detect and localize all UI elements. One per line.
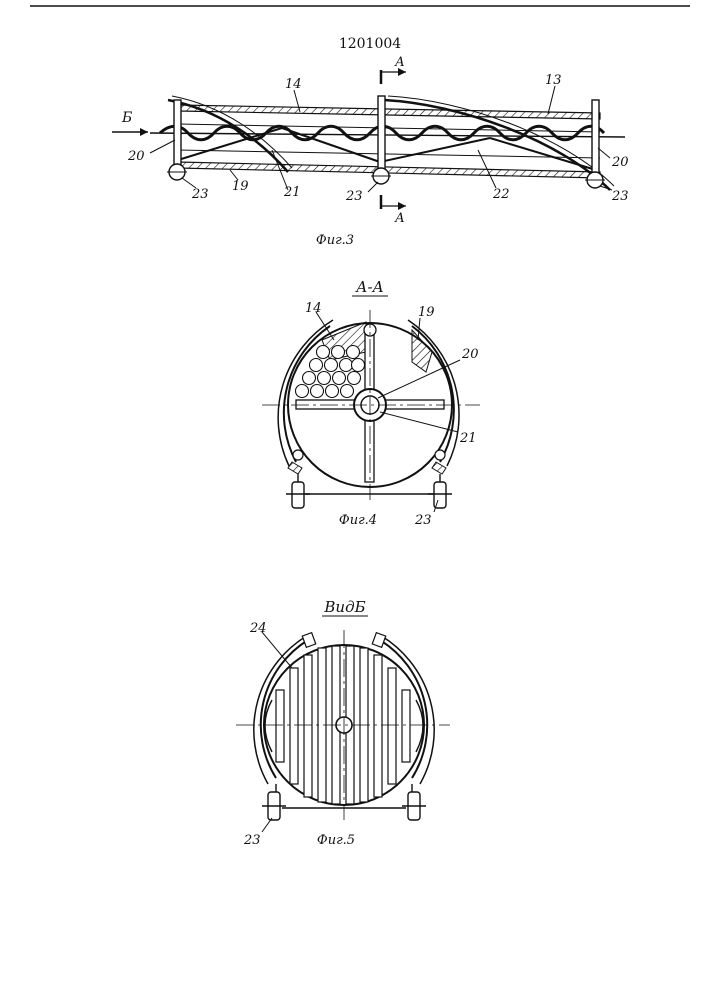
- fig3-label-23-left: 23: [191, 187, 209, 202]
- tube: [303, 372, 316, 385]
- slat: [290, 668, 298, 784]
- fig4-bracket-left: [288, 462, 302, 474]
- fig3-caption: Фиг.3: [316, 233, 354, 248]
- fig4-cross-section-a-a: А-А: [262, 278, 480, 528]
- fig3-post-middle: [378, 96, 385, 176]
- fig4-wheel-right: [434, 482, 446, 508]
- tube: [352, 359, 365, 372]
- slat: [304, 655, 312, 797]
- tube: [340, 359, 353, 372]
- fig3-label-19: 19: [232, 179, 249, 194]
- fig4-title: А-А: [355, 278, 384, 296]
- fig4-roller-left: [293, 450, 303, 460]
- tube: [325, 359, 338, 372]
- fig3-upper-wall: [178, 105, 600, 119]
- tube: [317, 346, 330, 359]
- slat: [276, 690, 284, 762]
- leader-line: [548, 86, 555, 114]
- fig5-frame-cap-right: [372, 633, 386, 648]
- tube: [341, 385, 354, 398]
- fig4-label-19: 19: [418, 305, 435, 320]
- tube: [311, 385, 324, 398]
- fig3-label-22: 22: [492, 187, 510, 202]
- fig5-caption: Фиг.5: [317, 833, 355, 848]
- fig4-label-21: 21: [459, 431, 477, 446]
- fig4-bracket-right: [432, 462, 446, 474]
- tube: [333, 372, 346, 385]
- fig4-label-20: 20: [461, 347, 479, 362]
- fig3-longitudinal-view: Б А А 14 13 20 20 21 22 19 23 23 23 Фиг.…: [112, 55, 629, 248]
- patent-number: 1201004: [339, 36, 401, 52]
- fig4-roller-right: [435, 450, 445, 460]
- tube: [318, 372, 331, 385]
- fig3-label-21: 21: [283, 185, 301, 200]
- fig3-view-marker: Б: [121, 110, 132, 126]
- fig4-caption: Фиг.4: [339, 513, 377, 528]
- fig3-label-23-middle: 23: [345, 189, 363, 204]
- fig4-hatched-wall-19: [412, 330, 432, 372]
- tube: [310, 359, 323, 372]
- tube: [332, 346, 345, 359]
- fig3-label-20-right: 20: [611, 155, 629, 170]
- leader-line: [598, 148, 610, 158]
- fig5-label-24: 24: [249, 621, 267, 636]
- fig5-title: ВидБ: [323, 598, 365, 616]
- fig3-label-14: 14: [285, 77, 302, 92]
- fig3-section-marker-bottom: А: [394, 211, 405, 226]
- fig3-post-left: [174, 100, 181, 170]
- leader-line: [150, 140, 175, 153]
- fig3-post-right: [592, 100, 599, 176]
- fig3-label-13: 13: [545, 73, 562, 88]
- fig3-label-23-right: 23: [611, 189, 629, 204]
- leader-line: [380, 412, 458, 432]
- tube: [347, 346, 360, 359]
- fig4-label-14: 14: [305, 301, 322, 316]
- slat: [374, 655, 382, 797]
- tube: [326, 385, 339, 398]
- fig5-label-23: 23: [243, 833, 261, 848]
- arrowhead: [140, 128, 148, 136]
- fig3-label-20-left: 20: [127, 149, 145, 164]
- leader-line: [368, 182, 378, 192]
- fig5-frame-cap-left: [302, 633, 316, 648]
- fig3-brace: [380, 138, 490, 162]
- fig3-brace: [282, 128, 380, 162]
- tube: [296, 385, 309, 398]
- slat: [388, 668, 396, 784]
- fig4-label-23: 23: [414, 513, 432, 528]
- arrowhead: [398, 202, 406, 210]
- fig3-section-marker-top: А: [394, 55, 405, 70]
- tube: [348, 372, 361, 385]
- leader-line: [262, 818, 272, 832]
- fig5-view-b: ВидБ: [236, 598, 450, 848]
- fig4-wheel-left: [292, 482, 304, 508]
- slat: [402, 690, 410, 762]
